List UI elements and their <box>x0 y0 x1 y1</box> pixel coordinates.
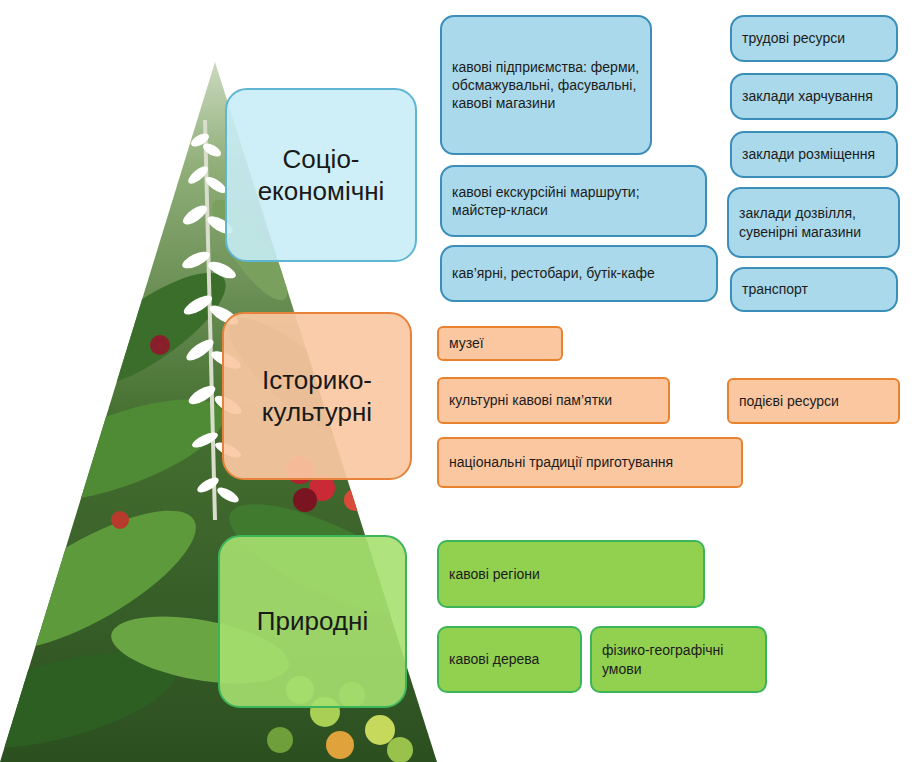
resource-box: кавові екскурсійні маршрути; майстер-кла… <box>440 165 707 237</box>
resource-box: заклади дозвілля, сувенірні магазини <box>727 187 900 258</box>
resource-label: національні традиції приготування <box>449 453 673 471</box>
resource-box: музеї <box>437 326 563 361</box>
resource-box: заклади розміщення <box>730 131 898 178</box>
resource-label: кав’ярні, рестобари, бутік-кафе <box>452 264 655 282</box>
resource-label: заклади розміщення <box>742 145 875 163</box>
resource-label: заклади харчування <box>742 87 873 105</box>
resource-label: кавові дерева <box>449 650 539 668</box>
resource-box: культурні кавові пам’ятки <box>437 377 670 424</box>
resource-box: транспорт <box>730 267 898 312</box>
resource-label: заклади дозвілля, сувенірні магазини <box>739 204 888 240</box>
resource-label: трудові ресурси <box>742 29 845 47</box>
resource-label: культурні кавові пам’ятки <box>449 391 612 409</box>
category-label: Соціо- економічні <box>239 143 403 208</box>
resource-label: музеї <box>449 334 484 352</box>
resource-box: кавові підприємства: ферми, обсмажувальн… <box>440 15 652 155</box>
resource-box: кав’ярні, рестобари, бутік-кафе <box>440 245 718 302</box>
resource-label: транспорт <box>742 280 808 298</box>
resource-box: фізико-географічні умови <box>590 626 767 693</box>
category-label: Природні <box>257 605 368 638</box>
resource-box: подієві ресурси <box>727 378 900 424</box>
resource-box: заклади харчування <box>730 73 898 120</box>
resource-box: трудові ресурси <box>730 15 898 62</box>
category-box: Природні <box>218 535 407 708</box>
resource-label: кавові екскурсійні маршрути; майстер-кла… <box>452 183 695 219</box>
resource-box: кавові регіони <box>437 540 705 608</box>
resource-label: фізико-географічні умови <box>602 641 755 677</box>
category-label: Історико- культурні <box>236 364 398 429</box>
resource-box: національні традиції приготування <box>437 437 743 488</box>
category-box: Соціо- економічні <box>225 88 417 262</box>
resource-box: кавові дерева <box>437 626 582 693</box>
resource-label: кавові підприємства: ферми, обсмажувальн… <box>452 58 640 113</box>
resource-label: подієві ресурси <box>739 392 839 410</box>
category-box: Історико- культурні <box>222 312 412 480</box>
resource-label: кавові регіони <box>449 565 540 583</box>
